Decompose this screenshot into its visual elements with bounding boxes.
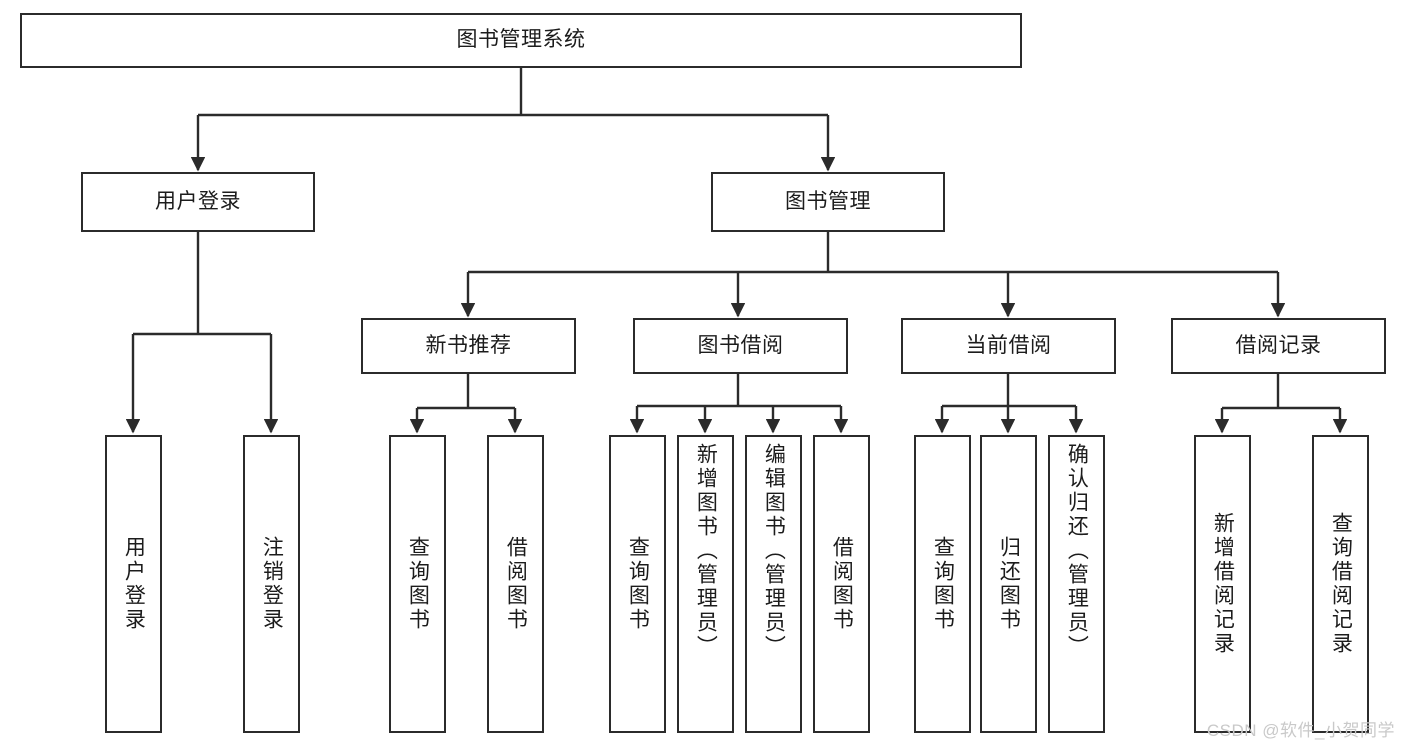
node-label: 新增借阅记录 <box>1211 512 1235 656</box>
leaf-current-borrow-query-book[interactable]: 查询图书 <box>914 435 971 733</box>
node-label: 借阅记录 <box>1235 333 1322 357</box>
node-book-borrow[interactable]: 图书借阅 <box>633 318 848 374</box>
node-label: 编辑图书（管理员） <box>762 443 786 659</box>
leaf-current-borrow-return-book[interactable]: 归还图书 <box>980 435 1037 733</box>
node-label: 用户登录 <box>155 189 241 213</box>
node-book-management[interactable]: 图书管理 <box>711 172 945 232</box>
node-label: 查询图书 <box>931 536 955 632</box>
node-label: 注销登录 <box>260 536 284 632</box>
node-label: 新书推荐 <box>425 333 512 357</box>
node-label: 查询图书 <box>626 536 650 632</box>
node-borrow-record[interactable]: 借阅记录 <box>1171 318 1386 374</box>
leaf-book-borrow-edit-book-admin[interactable]: 编辑图书（管理员） <box>745 435 802 733</box>
node-label: 查询借阅记录 <box>1329 512 1353 656</box>
node-label: 图书管理系统 <box>456 28 586 52</box>
leaf-book-borrow-borrow-book[interactable]: 借阅图书 <box>813 435 870 733</box>
node-label: 确认归还（管理员） <box>1065 443 1089 659</box>
node-label: 新增图书（管理员） <box>694 443 718 659</box>
node-label: 归还图书 <box>997 536 1021 632</box>
node-new-book-recommend[interactable]: 新书推荐 <box>361 318 576 374</box>
leaf-book-borrow-add-book-admin[interactable]: 新增图书（管理员） <box>677 435 734 733</box>
leaf-user-login-login[interactable]: 用户登录 <box>105 435 162 733</box>
node-current-borrow[interactable]: 当前借阅 <box>901 318 1116 374</box>
leaf-book-borrow-query-book[interactable]: 查询图书 <box>609 435 666 733</box>
leaf-user-login-logout[interactable]: 注销登录 <box>243 435 300 733</box>
node-label: 图书借阅 <box>697 333 784 357</box>
node-label: 用户登录 <box>122 536 146 632</box>
leaf-borrow-record-add-record[interactable]: 新增借阅记录 <box>1194 435 1251 733</box>
leaf-new-book-borrow-book[interactable]: 借阅图书 <box>487 435 544 733</box>
csdn-watermark: CSDN @软件_小贺同学 <box>1206 721 1395 740</box>
leaf-current-borrow-confirm-return-admin[interactable]: 确认归还（管理员） <box>1048 435 1105 733</box>
node-label: 借阅图书 <box>504 536 528 632</box>
leaf-borrow-record-query-record[interactable]: 查询借阅记录 <box>1312 435 1369 733</box>
node-user-login[interactable]: 用户登录 <box>81 172 315 232</box>
node-label: 查询图书 <box>406 536 430 632</box>
node-root-book-management-system[interactable]: 图书管理系统 <box>20 13 1022 68</box>
node-label: 当前借阅 <box>965 333 1052 357</box>
leaf-new-book-query-book[interactable]: 查询图书 <box>389 435 446 733</box>
node-label: 借阅图书 <box>830 536 854 632</box>
node-label: 图书管理 <box>785 189 871 213</box>
